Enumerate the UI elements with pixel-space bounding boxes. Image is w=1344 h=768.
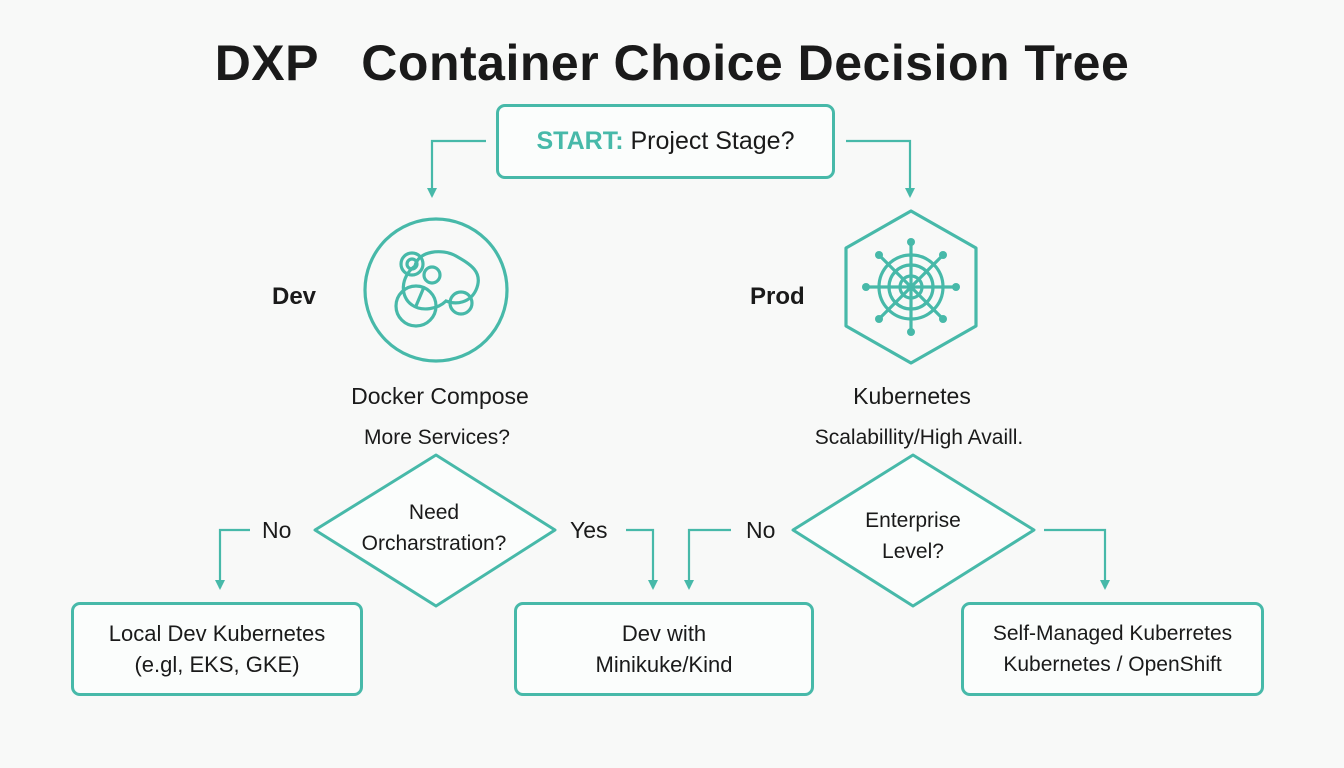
dev-question: More Services? [364, 426, 510, 449]
prod-question: Scalabillity/High Availl. [814, 426, 1024, 449]
connector-dev-no [215, 528, 250, 590]
connector-prod-yes [1044, 528, 1110, 590]
outcome-line2: (e.gl, EKS, GKE) [134, 652, 300, 677]
outcome-self-managed-kubernetes: Self-Managed Kuberretes Kubernetes / Ope… [961, 602, 1264, 696]
prod-decision-text: Enterprise Level? [865, 505, 961, 567]
branch-label-dev: Dev [272, 283, 317, 310]
start-prefix: START: [536, 127, 624, 155]
dev-tool-label: Docker Compose [351, 383, 529, 409]
prod-decision-line1: Enterprise [865, 509, 961, 532]
decision-diamond-prod [791, 453, 1036, 608]
dev-decision-line1: Need [408, 501, 460, 524]
dev-decision-text: Need Orcharstration? [362, 497, 507, 559]
outcome-line1: Dev with [621, 621, 707, 646]
outcome-line2: Kubernetes / OpenShift [1003, 653, 1222, 676]
prod-no-label: No [746, 517, 776, 543]
docker-compose-icon [363, 217, 509, 363]
decision-diamond-dev [313, 453, 557, 608]
title-prefix: DXP [214, 35, 319, 91]
start-question: Project Stage? [630, 127, 795, 155]
dev-yes-label: Yes [570, 517, 608, 543]
connector-start-prod [846, 139, 915, 198]
outcome-line1: Self-Managed Kuberretes [992, 622, 1233, 645]
outcome-line2: Minikuke/Kind [595, 652, 733, 677]
page-title: DXP Container Choice Decision Tree [0, 34, 1344, 92]
start-node: START: Project Stage? [496, 104, 835, 179]
connector-prod-no [684, 528, 731, 590]
kubernetes-helm-icon [844, 209, 978, 365]
dev-no-label: No [262, 517, 292, 543]
connector-start-dev [427, 139, 486, 198]
title-main: Container Choice Decision Tree [361, 35, 1130, 91]
prod-decision-line2: Level? [882, 540, 944, 563]
prod-tool-label: Kubernetes [853, 383, 971, 409]
outcome-line1: Local Dev Kubernetes [108, 621, 326, 646]
branch-label-prod: Prod [750, 283, 805, 310]
outcome-local-dev-kubernetes: Local Dev Kubernetes (e.gl, EKS, GKE) [71, 602, 363, 696]
dev-decision-line2: Orcharstration? [361, 532, 507, 555]
connector-dev-yes [626, 528, 658, 590]
outcome-dev-minikube: Dev with Minikuke/Kind [514, 602, 814, 696]
